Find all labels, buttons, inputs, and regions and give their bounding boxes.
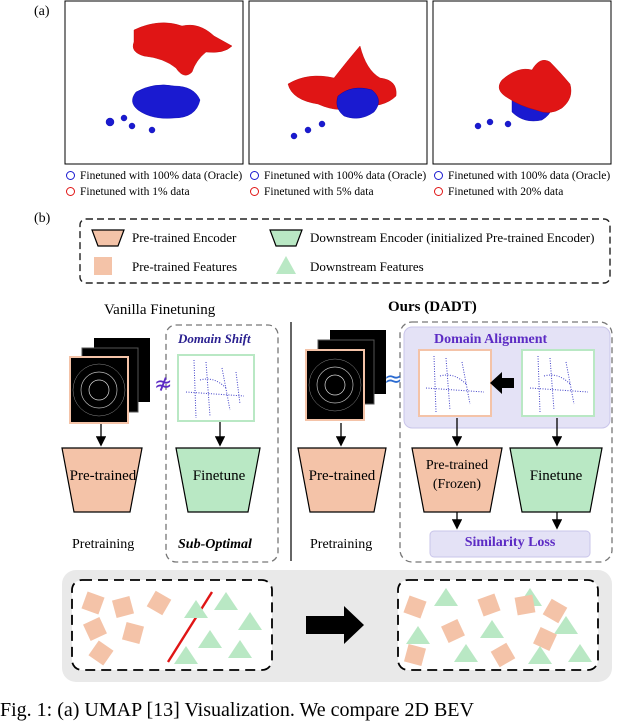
red-dot-icon — [66, 186, 75, 196]
aligned-image — [418, 349, 492, 417]
blue-dot-icon — [66, 170, 75, 180]
blue-cluster — [105, 84, 201, 134]
downstream-image-left — [177, 354, 255, 422]
plot3-legend-blue: Finetuned with 100% data (Oracle) — [434, 170, 610, 182]
downstream-features-before — [174, 592, 262, 664]
legend-pretrained-features: Pre-trained Features — [132, 259, 238, 274]
plot2-legend-red: Finetuned with 5% data — [250, 186, 374, 198]
downstream-features-icon — [276, 256, 296, 274]
umap-plot-3 — [432, 0, 612, 165]
downstream-image-right — [521, 349, 595, 417]
domain-alignment-label: Domain Alignment — [434, 332, 548, 347]
frozen-encoder — [411, 447, 503, 513]
red-dot-icon — [434, 186, 443, 196]
finetune-encoder-right — [509, 447, 603, 513]
legend-downstream-encoder: Downstream Encoder (initialized Pre-trai… — [310, 230, 595, 245]
blue-cluster — [290, 87, 379, 140]
frozen-encoder-label-1: Pre-trained — [425, 458, 489, 473]
blue-dot-icon — [434, 170, 443, 180]
plot1-legend-blue: Finetuned with 100% data (Oracle) — [66, 170, 242, 182]
pretrained-features-before — [81, 590, 172, 666]
finetune-encoder-left-label: Finetune — [192, 468, 246, 484]
separator-line — [166, 591, 214, 663]
lidar-stack-left — [69, 338, 150, 424]
mixed-features-after — [403, 588, 592, 668]
plot3-legend-red: Finetuned with 20% data — [434, 186, 563, 198]
not-approx-symbol: ≉ — [154, 372, 173, 397]
vanilla-title: Vanilla Finetuning — [104, 302, 216, 318]
lidar-stack-right — [305, 330, 386, 421]
panel-b-label: (b) — [34, 211, 51, 226]
downstream-encoder-icon — [269, 229, 303, 247]
umap-plot-2 — [248, 0, 428, 165]
dadt-title: Ours (DADT) — [388, 299, 477, 315]
umap-plot-1 — [64, 0, 244, 165]
figure-caption: Fig. 1: (a) UMAP [13] Visualization. We … — [0, 699, 474, 721]
plot-frame — [64, 0, 244, 165]
pretraining-caption-left: Pretraining — [72, 537, 135, 552]
red-cluster — [132, 22, 233, 76]
plot1-legend-red: Finetuned with 1% data — [66, 186, 190, 198]
similarity-loss-box — [429, 530, 591, 558]
finetune-encoder-left — [175, 447, 261, 513]
plot2-legend-blue: Finetuned with 100% data (Oracle) — [250, 170, 426, 182]
pretrained-encoder-icon — [91, 229, 125, 247]
pretrained-encoder-left-label: Pre-trained — [69, 468, 137, 484]
sub-optimal-label: Sub-Optimal — [178, 537, 252, 552]
legend-downstream-features: Downstream Features — [310, 259, 424, 274]
frozen-encoder-label-2: (Frozen) — [432, 477, 482, 492]
red-dot-icon — [250, 186, 259, 196]
pretraining-caption-right: Pretraining — [310, 537, 373, 552]
domain-shift-label: Domain Shift — [178, 331, 251, 346]
legend-pretrained-encoder: Pre-trained Encoder — [132, 230, 237, 245]
right-arrow-icon — [306, 606, 364, 644]
red-cluster — [498, 60, 572, 113]
legend-box — [79, 218, 611, 284]
left-arrow-icon — [490, 372, 514, 394]
pretrained-encoder-left — [61, 447, 143, 513]
pretrained-features-icon — [94, 257, 112, 275]
approx-symbol: ≈ — [384, 367, 403, 392]
finetune-encoder-right-label: Finetune — [529, 468, 583, 484]
pretrained-encoder-right-label: Pre-trained — [308, 468, 376, 484]
similarity-loss-label: Similarity Loss — [464, 535, 556, 550]
panel-a-label: (a) — [34, 4, 50, 19]
blue-dot-icon — [250, 170, 259, 180]
pretrained-encoder-right — [297, 447, 387, 513]
